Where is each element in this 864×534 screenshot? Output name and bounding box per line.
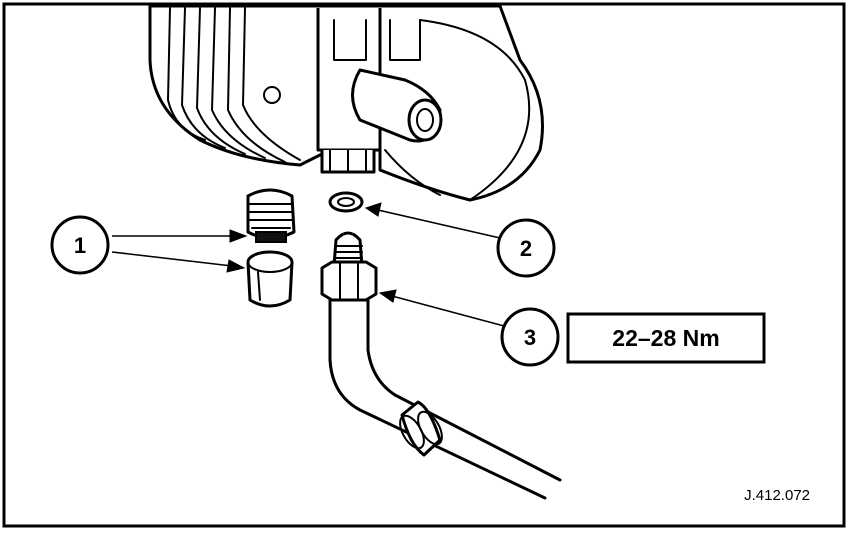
callout-3-label: 3	[524, 325, 536, 350]
pump-body	[148, 4, 544, 202]
sealing-washer	[328, 191, 364, 213]
protective-plug	[246, 188, 296, 243]
torque-spec-box: 22–28 Nm	[566, 312, 766, 364]
torque-spec-label: 22–28 Nm	[612, 325, 719, 351]
protective-cap	[246, 250, 294, 308]
callout-2: 2	[496, 218, 556, 278]
figure-frame	[2, 2, 846, 528]
callout-1-label: 1	[74, 233, 86, 258]
callout-3: 3	[500, 307, 560, 367]
pressure-line	[320, 231, 562, 500]
figure-reference-code: J.412.072	[744, 487, 810, 504]
leader-lines	[111, 202, 505, 327]
callout-1: 1	[50, 215, 110, 275]
callout-2-label: 2	[520, 236, 532, 261]
